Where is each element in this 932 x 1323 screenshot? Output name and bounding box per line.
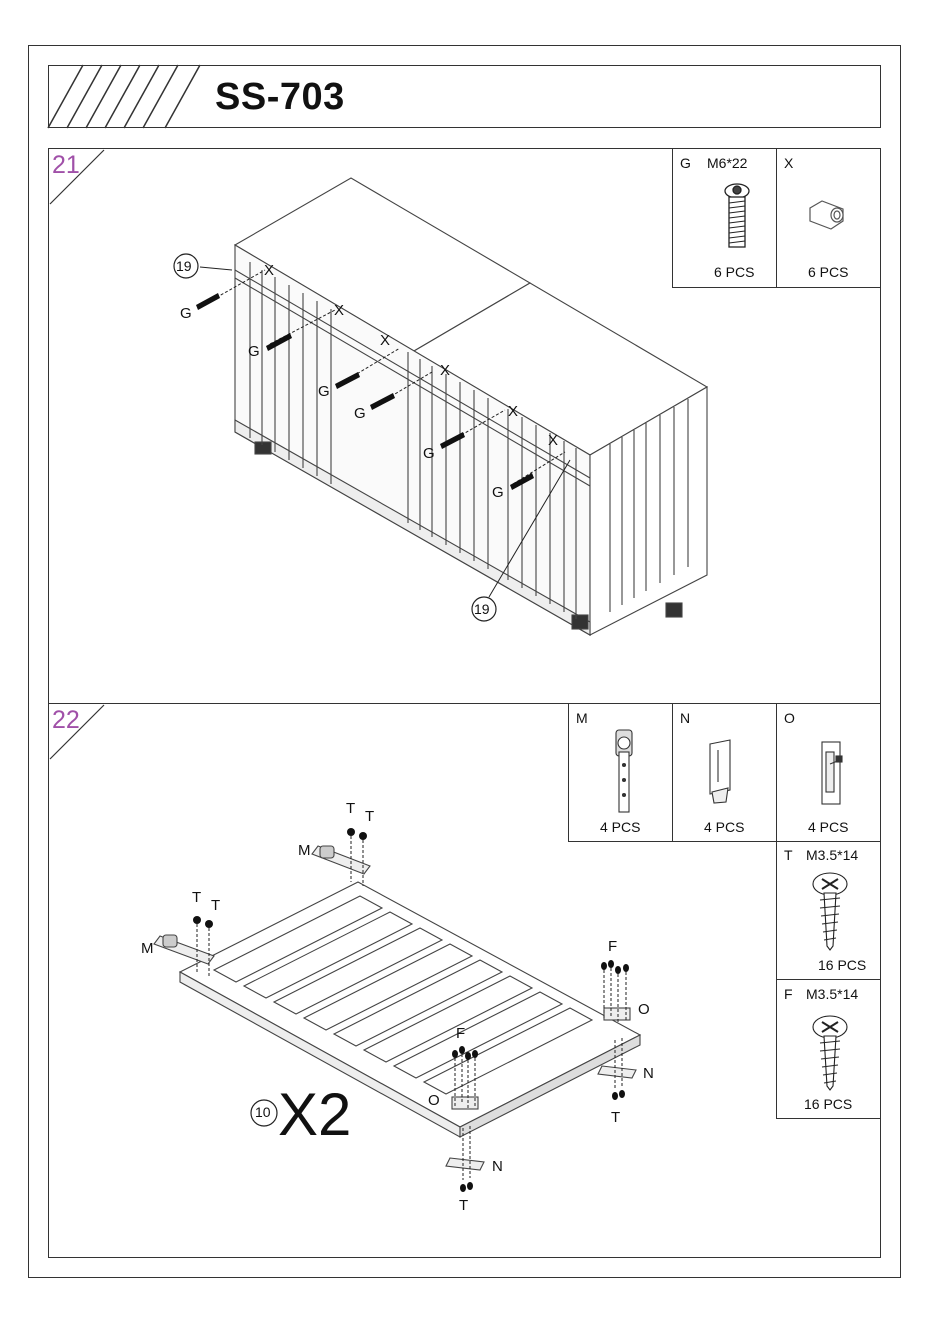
callout-o: O [428,1092,440,1109]
callout-o: O [638,1001,650,1018]
callout-n: N [643,1065,654,1082]
callout-t: T [611,1109,620,1126]
callout-t: T [211,897,220,914]
callout-f: F [608,938,617,955]
callout-t: T [192,889,201,906]
callout-t: T [346,800,355,817]
callout-n: N [492,1158,503,1175]
panel-ref-10: 10 [255,1104,271,1120]
callout-f: F [456,1025,465,1042]
callout-m: M [298,842,311,859]
callout-t: T [365,808,374,825]
callout-t: T [459,1197,468,1214]
quantity-multiplier: X2 [278,1080,351,1149]
callout-m: M [141,940,154,957]
